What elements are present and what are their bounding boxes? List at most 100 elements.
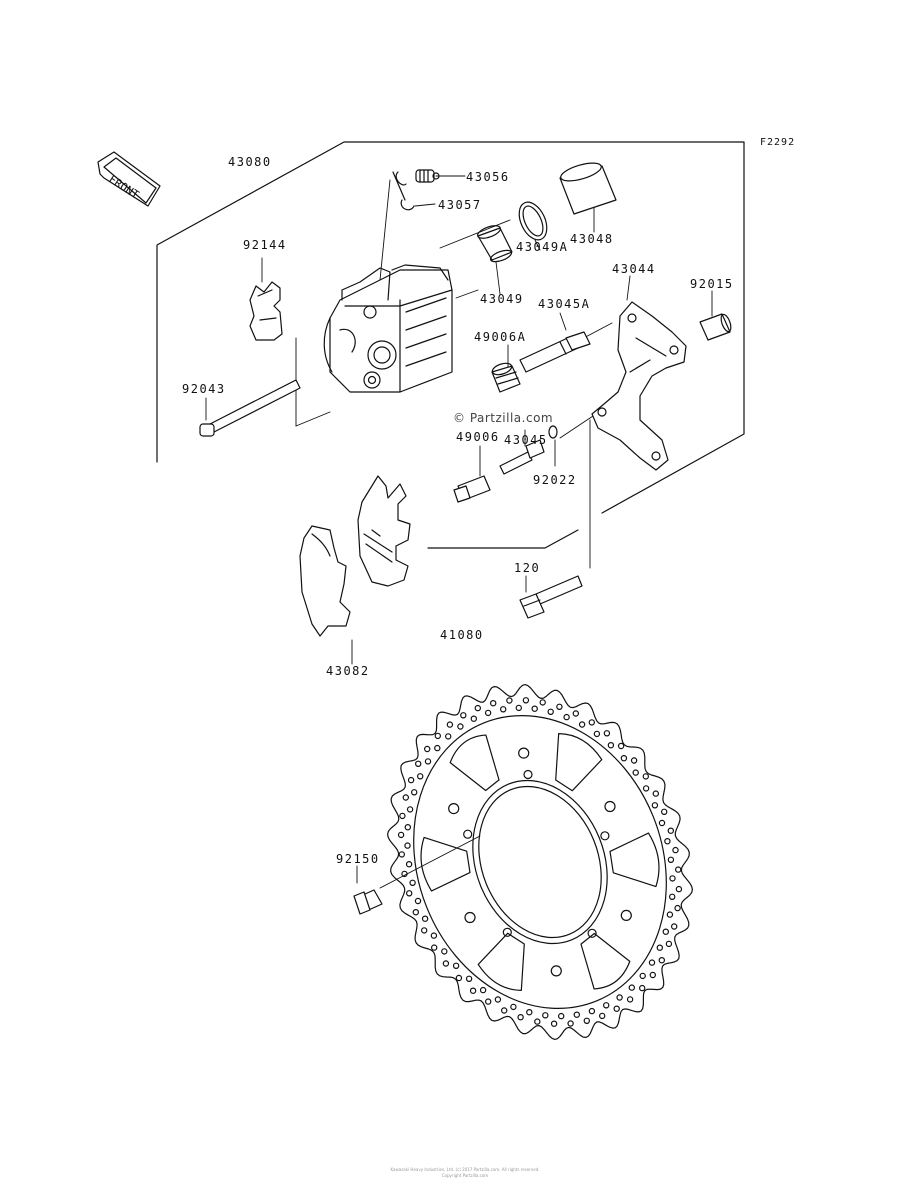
disc-hole [424,758,432,765]
disc-hole [510,1003,517,1011]
disc-hole [674,904,681,912]
disc-hole [665,940,673,948]
disc-hole [401,870,408,878]
disc-hole [412,909,419,916]
slide-pin-43045 [499,439,545,475]
disc-hole [431,944,438,951]
disc-hole [517,1014,524,1021]
caliper-body [323,264,453,393]
disc-hole [599,1012,606,1020]
label-43057: 43057 [438,198,482,212]
disc-hole [539,699,546,706]
disc-hole [588,1007,596,1015]
disc-hole [441,948,448,955]
label-43045A: 43045A [538,297,591,311]
disc-hole [399,812,406,820]
disc-hole [424,745,431,753]
disc-hole [405,861,413,868]
disc-hole [626,996,634,1003]
disc-hole [616,994,623,1001]
disc-hole [550,1020,558,1027]
disc-hole [506,697,513,704]
caliper-bracket [591,301,687,471]
disc-hole [672,846,679,854]
disc-hole [404,824,411,831]
label-43082: 43082 [326,664,370,678]
disc-hole [469,987,477,994]
disc-hole [406,806,414,813]
disc-hole [479,986,487,994]
label-41080: 41080 [440,628,484,642]
disc-hole [494,996,502,1003]
disc-hole [603,730,611,737]
disc-hole [465,975,473,983]
disc-hole [406,890,413,897]
piston [559,162,617,215]
bleed-valve [415,169,440,183]
disc-hole [669,875,676,882]
disc-hole [593,730,601,738]
disc-hole [667,856,675,864]
disc-hole [558,1012,565,1020]
disc-hole [534,1018,541,1025]
disc-hole [658,819,666,827]
disc-hole [421,927,428,934]
disc-hole [457,723,464,730]
disc-hole [628,984,636,991]
disc-hole [407,776,415,784]
disc-hole [656,944,664,951]
disc-hole [490,700,497,707]
label-92043: 92043 [182,382,226,396]
label-92022: 92022 [533,473,577,487]
slide-pin-43045A [519,331,591,373]
disc-rivet [518,747,530,759]
disc-hole [671,923,678,930]
disc-hole [515,704,523,712]
disc-hole [434,744,441,752]
seal-43049A [518,201,548,241]
footer-line: Copyright Partzilla.com [441,1173,489,1178]
brake-disc [387,684,693,1040]
disc-hole [613,1005,620,1012]
bleed-cap [392,171,415,211]
mount-bolt-120 [519,575,583,619]
brake-pad-rear [299,525,351,637]
bushing-92015 [699,313,732,341]
disc-hole [675,866,682,873]
disc-cutout [477,932,525,991]
disc-hole [430,932,438,939]
disc-rivet [448,802,460,815]
disc-hole [501,1007,508,1014]
disc-hole [563,713,570,721]
footer-copyright: Kawasaki Heavy Industries, Ltd. (c) 2017… [350,1167,580,1179]
disc-cutout [555,733,603,792]
label-49006A: 49006A [474,330,527,344]
disc-hole [485,998,492,1005]
label-49006: 49006 [456,430,500,444]
disc-cutout [609,832,660,888]
disc-hole [620,755,628,762]
disc-rivet [620,909,632,922]
disc-hole [661,808,668,816]
disc-hole [446,721,454,728]
boot-49006 [453,475,491,503]
disc-hole [421,915,429,922]
disc-hole [547,708,554,716]
assembly-outline [156,141,745,549]
disc-hole [415,760,422,768]
disc-hole [470,715,477,722]
disc-hole [484,709,492,717]
disc-hole [667,827,675,834]
disc-hole [452,962,460,970]
disc-bolt-92150 [353,889,383,915]
disc-hole [578,721,586,728]
disc-hole [666,911,674,918]
brake-pad-front [357,475,411,587]
disc-hole [522,697,530,704]
disc-hole [649,971,657,979]
footer-line: Kawasaki Heavy Industries, Ltd. (c) 2017… [390,1167,540,1172]
pad-spring [249,281,283,341]
label-43049: 43049 [480,292,524,306]
disc-hole [669,893,676,901]
disc-hole [639,972,646,980]
